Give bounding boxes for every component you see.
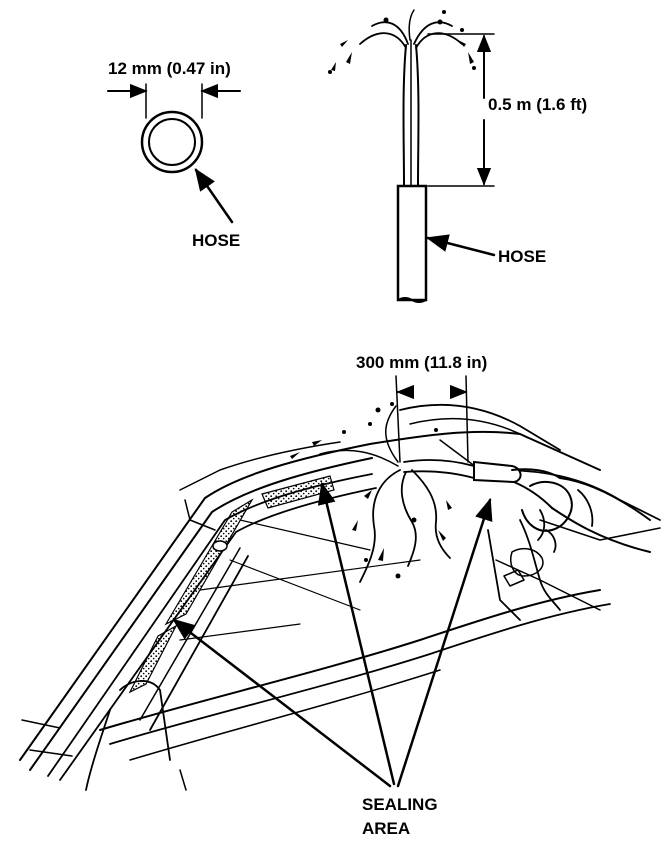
sealing-strip-pillar-lower [128, 624, 178, 694]
spray-distance-label: 300 mm (11.8 in) [356, 353, 487, 372]
sealing-arrow-roof [317, 481, 396, 786]
hose-left-label: HOSE [192, 231, 240, 250]
sealing-strip-pillar-upper [164, 498, 254, 626]
sealing-area-label-line1: SEALING [362, 795, 438, 814]
water-fountain [328, 9, 476, 187]
hose-right-label: HOSE [498, 247, 546, 266]
car-sealing-test: 300 mm (11.8 in) [19, 353, 661, 838]
hose-cut-end [397, 297, 427, 303]
hose-body [396, 184, 428, 302]
hose-diameter-label: 12 mm (0.47 in) [108, 59, 231, 78]
distance-extension-left [395, 375, 401, 463]
hose-cross-section: 12 mm (0.47 in) HOSE [107, 59, 241, 250]
hose-nozzle-and-hand [403, 459, 651, 611]
sealing-arrow-rear [396, 497, 493, 788]
car-body-outline [19, 403, 661, 791]
sealing-arrow-pillar [172, 618, 392, 788]
hose-pointer-arrow [194, 168, 234, 224]
hose-right-pointer-arrow [425, 234, 496, 257]
vertical-spray-test: 0.5 m (1.6 ft) HOSE [328, 9, 587, 303]
spray-height-label: 0.5 m (1.6 ft) [488, 95, 587, 114]
water-splash [290, 402, 452, 583]
trim-clip [212, 540, 228, 552]
hose-inner-ring [148, 118, 196, 166]
hose-outer-ring [140, 110, 204, 174]
sealing-area-label-line2: AREA [362, 819, 410, 838]
